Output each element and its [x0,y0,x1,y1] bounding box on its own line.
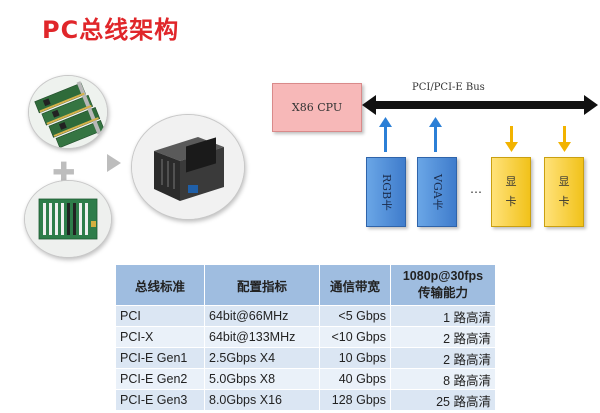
table-row: PCI-E Gen3 8.0Gbps X16 128 Gbps 25 路高清 [115,389,496,411]
cell-bandwidth: 10 Gbps [319,347,391,369]
card-vga-label: VGA卡 [431,174,444,210]
header-config: 配置指标 [204,264,320,306]
card-vga: VGA卡 [417,157,457,227]
cell-bandwidth: <10 Gbps [319,326,391,348]
cell-capacity: 2 路高清 [390,326,496,348]
cell-standard: PCI-E Gen2 [115,368,205,390]
cell-capacity: 8 路高清 [390,368,496,390]
bus-spec-table: 总线标准 配置指标 通信带宽 1080p@30fps 传输能力 PCI 64bi… [115,264,496,411]
ellipsis: … [470,182,482,196]
cpu-box: X86 CPU [272,83,362,132]
table-row: PCI-E Gen2 5.0Gbps X8 40 Gbps 8 路高清 [115,368,496,390]
card-rgb-label: RGB卡 [380,173,393,211]
cell-config: 5.0Gbps X8 [204,368,320,390]
cell-standard: PCI-E Gen3 [115,389,205,411]
cell-config: 64bit@66MHz [204,305,320,327]
arrow-right-icon [107,154,121,172]
card-gpu-2-label: 显卡 [558,175,570,208]
card-gpu-2: 显卡 [544,157,584,227]
cell-standard: PCI [115,305,205,327]
capture-cards-photo [28,75,108,149]
cell-config: 64bit@133MHz [204,326,320,348]
card-arrow-4 [558,126,571,152]
header-bandwidth: 通信带宽 [319,264,391,306]
card-gpu-1: 显卡 [491,157,531,227]
cell-bandwidth: 128 Gbps [319,389,391,411]
table-row: PCI-E Gen1 2.5Gbps X4 10 Gbps 2 路高清 [115,347,496,369]
bus-label: PCI/PCI-E Bus [412,82,485,93]
table-row: PCI 64bit@66MHz <5 Gbps 1 路高清 [115,305,496,327]
cell-config: 8.0Gbps X16 [204,389,320,411]
table-header-row: 总线标准 配置指标 通信带宽 1080p@30fps 传输能力 [115,264,496,306]
card-arrow-1 [379,117,392,152]
header-capacity: 1080p@30fps 传输能力 [390,264,496,306]
card-rgb: RGB卡 [366,157,406,227]
header-bus-standard: 总线标准 [115,264,205,306]
page-title: PC总线架构 [42,16,180,44]
bus-double-arrow [362,95,598,115]
card-arrow-3 [505,126,518,152]
cell-config: 2.5Gbps X4 [204,347,320,369]
table-row: PCI-X 64bit@133MHz <10 Gbps 2 路高清 [115,326,496,348]
cell-capacity: 1 路高清 [390,305,496,327]
cell-standard: PCI-E Gen1 [115,347,205,369]
cell-bandwidth: <5 Gbps [319,305,391,327]
industrial-pc-photo [131,114,245,220]
cell-standard: PCI-X [115,326,205,348]
cell-capacity: 2 路高清 [390,347,496,369]
header-capacity-line1: 1080p@30fps [402,269,484,283]
header-capacity-line2: 传输能力 [417,286,468,300]
card-arrow-2 [429,117,442,152]
cell-capacity: 25 路高清 [390,389,496,411]
card-gpu-1-label: 显卡 [505,175,517,208]
cpu-label: X86 CPU [291,101,343,114]
cell-bandwidth: 40 Gbps [319,368,391,390]
backplane-photo [24,180,112,258]
